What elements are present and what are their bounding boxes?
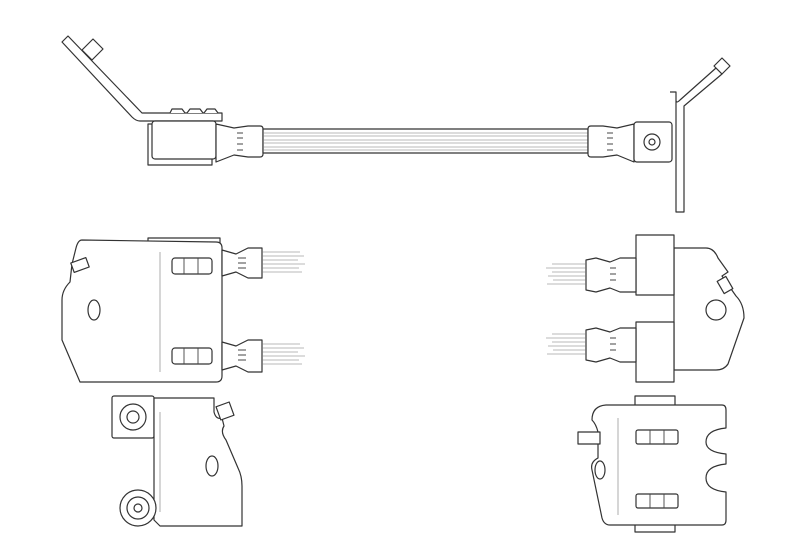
- ribbon-cable: [262, 128, 589, 154]
- side-view-left: [61, 237, 305, 383]
- left-bracket-tab: [81, 38, 104, 61]
- right-crimp-marks: [607, 132, 613, 151]
- end-view-left: [111, 395, 243, 527]
- end-right-hole: [594, 460, 606, 480]
- contact-lower: [171, 347, 213, 365]
- contact-end-upper: [635, 429, 679, 445]
- left-crimp-marks: [237, 132, 243, 151]
- right-body-hole: [705, 299, 727, 321]
- left-housing: [151, 120, 217, 160]
- contact-upper: [171, 257, 213, 275]
- end-body-right: [591, 404, 727, 526]
- left-bracket-bumps: [169, 108, 219, 114]
- end-view-right: [577, 395, 727, 533]
- side-view-right: [546, 234, 745, 383]
- contact-end-lower: [635, 493, 679, 509]
- right-ferrule: [587, 123, 635, 163]
- right-bracket: [670, 67, 723, 213]
- left-body: [61, 239, 223, 383]
- left-body-hole: [87, 299, 101, 321]
- top-view: [61, 35, 731, 213]
- left-ferrule: [215, 123, 264, 163]
- end-body-left: [153, 397, 243, 527]
- end-left-hole: [205, 455, 219, 477]
- right-bracket-tab: [713, 57, 731, 75]
